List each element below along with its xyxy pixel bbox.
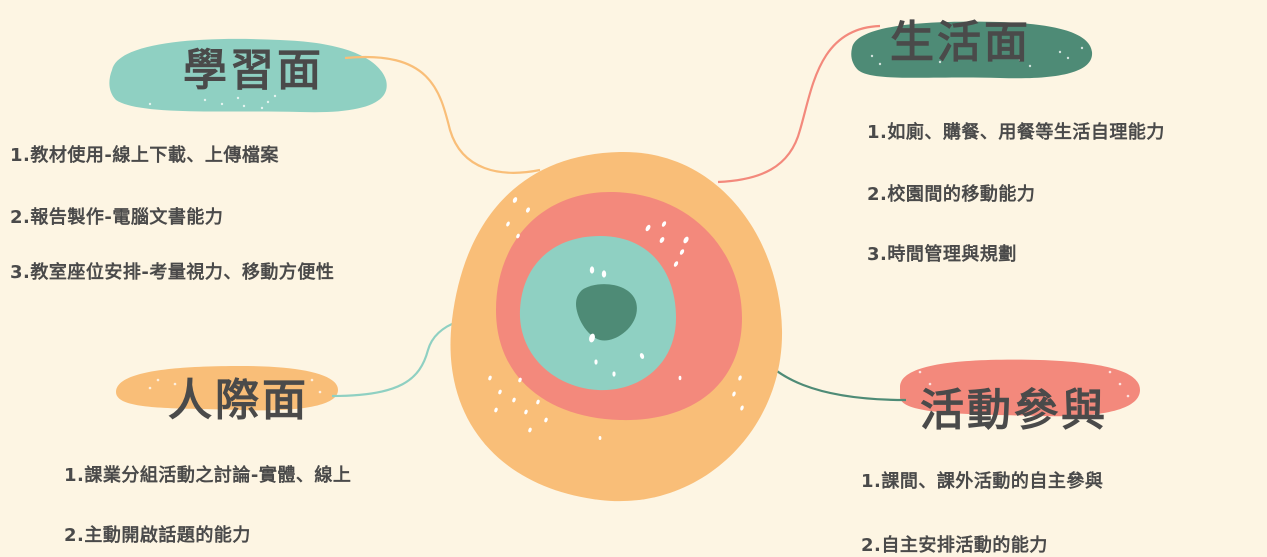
learning-item-1: 1.教材使用-線上下載、上傳檔案 bbox=[10, 145, 279, 166]
activity-item-2: 2.自主安排活動的能力 bbox=[861, 535, 1048, 556]
interpersonal-item-1: 1.課業分組活動之討論-實體、線上 bbox=[64, 465, 352, 486]
interpersonal-item-2: 2.主動開啟話題的能力 bbox=[64, 525, 251, 546]
connector-life bbox=[717, 24, 881, 184]
learning-item-3: 3.教室座位安排-考量視力、移動方便性 bbox=[10, 262, 335, 283]
center-speckles bbox=[488, 197, 744, 440]
life-item-2: 2.校園間的移動能力 bbox=[867, 184, 1036, 205]
life-item-3: 3.時間管理與規劃 bbox=[867, 244, 1017, 265]
blob-speckles bbox=[148, 46, 1130, 398]
life-heading-blob bbox=[851, 21, 1093, 79]
life-title: 生活面 bbox=[890, 17, 1031, 68]
learning-title: 學習面 bbox=[183, 45, 324, 96]
learning-heading-blob bbox=[109, 38, 387, 113]
center-core bbox=[576, 284, 637, 341]
interpersonal-title: 人際面 bbox=[168, 375, 309, 426]
activity-heading-blob bbox=[900, 359, 1140, 417]
activity-title: 活動參與 bbox=[920, 385, 1108, 436]
activity-item-1: 1.課間、課外活動的自主參與 bbox=[861, 471, 1104, 492]
connector-learning bbox=[344, 55, 541, 174]
learning-item-2: 2.報告製作-電腦文書能力 bbox=[10, 207, 224, 228]
interpersonal-heading-blob bbox=[116, 366, 338, 411]
life-item-1: 1.如廁、購餐、用餐等生活自理能力 bbox=[867, 122, 1165, 143]
